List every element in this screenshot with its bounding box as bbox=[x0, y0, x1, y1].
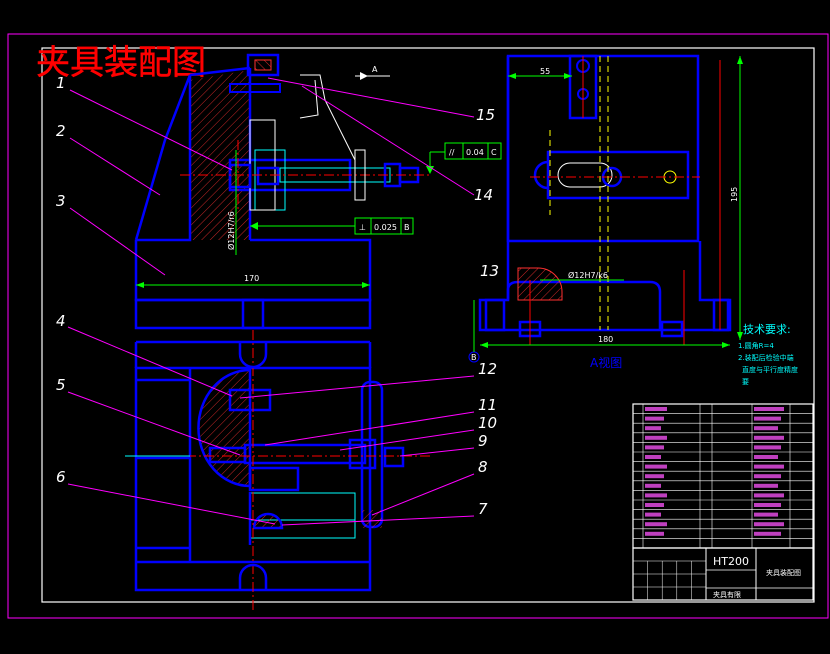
outer-frame bbox=[7, 33, 829, 619]
part-label-4: 4 bbox=[56, 312, 66, 330]
parts-cell-scribble bbox=[645, 503, 664, 507]
svg-text:195: 195 bbox=[730, 187, 739, 202]
svg-text:1.圆角R=4: 1.圆角R=4 bbox=[738, 341, 774, 350]
parts-cell-scribble bbox=[754, 503, 781, 507]
svg-text:55: 55 bbox=[540, 67, 550, 76]
part-label-9: 9 bbox=[478, 432, 488, 450]
fit-label-left: Ø12H7/r6 bbox=[226, 211, 236, 250]
svg-text:0.025: 0.025 bbox=[374, 223, 397, 232]
svg-text:技术要求:: 技术要求: bbox=[743, 323, 791, 336]
svg-text:要: 要 bbox=[742, 378, 749, 386]
parts-cell-scribble bbox=[645, 426, 661, 431]
part-label-5: 5 bbox=[56, 376, 66, 394]
technical-requirements: 技术要求: 1.圆角R=4 2.装配后检验中端 直度与平行度精度 要 bbox=[738, 323, 798, 386]
part-label-3: 3 bbox=[56, 192, 66, 210]
part-label-11: 11 bbox=[478, 396, 497, 414]
parts-cell-scribble bbox=[754, 464, 784, 469]
fit-label-right: Ø12H7/k6 bbox=[568, 270, 608, 280]
parts-list-table bbox=[632, 403, 814, 549]
parts-cell-scribble bbox=[754, 512, 778, 517]
part-label-8: 8 bbox=[478, 458, 488, 476]
parts-cell-scribble bbox=[754, 483, 778, 488]
parts-cell-scribble bbox=[645, 531, 664, 536]
drawing-title: 夹具装配图 bbox=[36, 43, 206, 83]
drawing-name: 夹具装配图 bbox=[766, 568, 801, 577]
parts-cell-scribble bbox=[645, 464, 667, 469]
svg-text:180: 180 bbox=[598, 335, 613, 344]
parts-cell-scribble bbox=[754, 416, 781, 421]
svg-text:0.04: 0.04 bbox=[466, 148, 484, 157]
part-label-6: 6 bbox=[56, 468, 66, 486]
parts-cell-scribble bbox=[754, 493, 784, 498]
title-block: HT200 夹具装配图 夹具有限 bbox=[632, 547, 814, 601]
dimension-180: 180 bbox=[480, 335, 730, 348]
part-label-15: 15 bbox=[476, 106, 495, 124]
perpendicular-tolerance: ⊥ 0.025 B bbox=[250, 217, 414, 235]
dimension-195: 195 bbox=[730, 56, 743, 340]
parts-cell-scribble bbox=[754, 455, 778, 459]
parts-cell-scribble bbox=[754, 445, 781, 450]
svg-text:⊥: ⊥ bbox=[359, 223, 366, 232]
parts-cell-scribble bbox=[754, 435, 784, 440]
svg-text:170: 170 bbox=[244, 274, 259, 283]
parts-cell-scribble bbox=[645, 407, 667, 411]
parts-cell-scribble bbox=[754, 531, 781, 536]
svg-text:直度与平行度精度: 直度与平行度精度 bbox=[742, 365, 798, 374]
parts-cell-scribble bbox=[645, 522, 667, 527]
parts-cell-scribble bbox=[754, 407, 784, 411]
leaders-left bbox=[67, 89, 276, 525]
company-name: 夹具有限 bbox=[713, 590, 741, 599]
datum-marker-b: B bbox=[471, 353, 477, 362]
parts-cell-scribble bbox=[645, 474, 664, 479]
svg-text:B: B bbox=[404, 223, 410, 232]
front-view bbox=[134, 53, 430, 330]
top-view bbox=[125, 330, 430, 610]
parallel-tolerance: // 0.04 C bbox=[426, 142, 502, 174]
parts-cell-scribble bbox=[645, 416, 664, 421]
parts-cell-scribble bbox=[754, 426, 778, 431]
svg-text:C: C bbox=[491, 148, 497, 157]
parts-cell-scribble bbox=[645, 512, 661, 517]
dimension-170: 170 bbox=[136, 274, 370, 288]
part-label-1: 1 bbox=[56, 74, 66, 92]
part-label-7: 7 bbox=[478, 500, 488, 518]
side-view bbox=[478, 54, 732, 345]
svg-text:2.装配后检验中端: 2.装配后检验中端 bbox=[738, 353, 794, 362]
parts-cell-scribble bbox=[645, 455, 661, 459]
part-label-12: 12 bbox=[478, 360, 497, 378]
material-label: HT200 bbox=[713, 555, 749, 568]
leaders-right bbox=[239, 77, 475, 526]
svg-text://: // bbox=[449, 148, 455, 157]
part-label-2: 2 bbox=[56, 122, 66, 140]
parts-cell-scribble bbox=[754, 474, 781, 479]
parts-cell-scribble bbox=[645, 435, 667, 440]
parts-cell-scribble bbox=[754, 522, 784, 527]
part-label-13: 13 bbox=[480, 262, 499, 280]
part-label-14: 14 bbox=[474, 186, 493, 204]
parts-cell-scribble bbox=[645, 493, 667, 498]
view-marker-a: A bbox=[372, 65, 378, 74]
view-title-a: A视图 bbox=[590, 355, 622, 370]
parts-cell-scribble bbox=[645, 483, 661, 488]
parts-cell-scribble bbox=[645, 445, 664, 450]
part-label-10: 10 bbox=[478, 414, 497, 432]
dimension-55: 55 bbox=[508, 67, 572, 79]
inner-frame bbox=[41, 47, 815, 603]
